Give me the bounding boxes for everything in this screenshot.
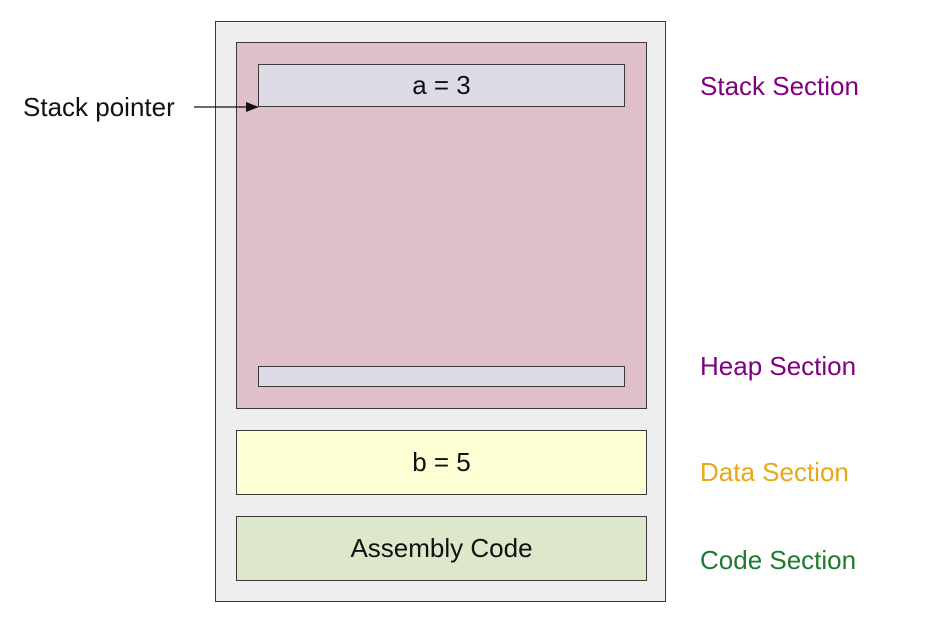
heap-section-label: Heap Section bbox=[700, 351, 857, 381]
stack-frame-box: a = 3 bbox=[258, 64, 625, 107]
stack-frame-text: a = 3 bbox=[412, 70, 471, 100]
data-region-box: b = 5 bbox=[236, 430, 647, 495]
data-section-label: Data Section bbox=[700, 457, 849, 487]
stack-section-label: Stack Section bbox=[700, 71, 859, 101]
code-region-box: Assembly Code bbox=[236, 516, 647, 581]
code-region-text: Assembly Code bbox=[350, 533, 533, 563]
stack-pointer-label: Stack pointer bbox=[23, 92, 175, 122]
data-region-text: b = 5 bbox=[412, 447, 471, 477]
heap-frame-box bbox=[258, 366, 625, 387]
code-section-label: Code Section bbox=[700, 545, 857, 575]
